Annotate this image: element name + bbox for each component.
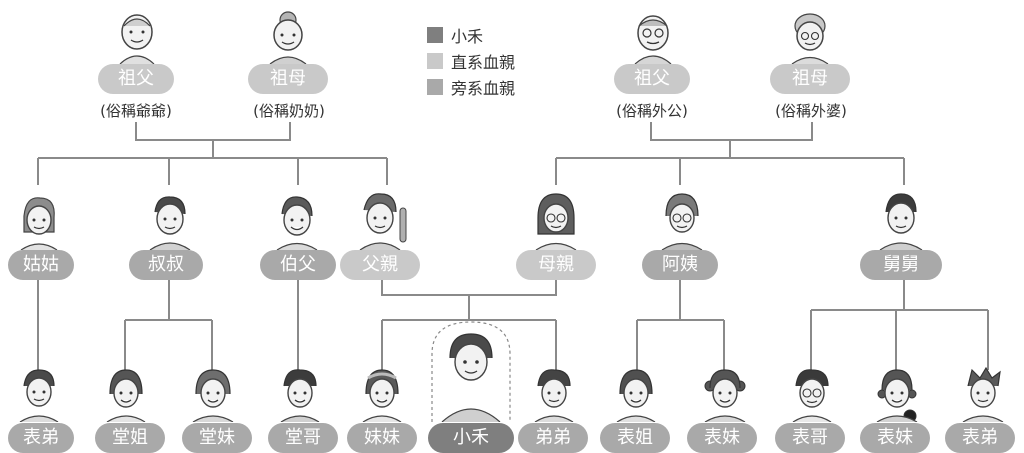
paternal-grandmother-nickname: (俗稱奶奶) [253, 102, 325, 120]
mother-avatar [535, 193, 577, 250]
self-label: 小禾 [428, 423, 514, 453]
father-avatar [359, 193, 407, 250]
elder-uncle-avatar [276, 196, 318, 250]
legend-swatch-collateral [427, 79, 443, 95]
cousin-avatar [792, 369, 832, 422]
maternal-grandfather-nickname: (俗稱外公) [616, 102, 688, 120]
shushu-label: 叔叔 [129, 250, 203, 280]
didi-label: 弟弟 [518, 423, 588, 453]
biaojie-label: 表姐 [600, 423, 670, 453]
sister-avatar [362, 369, 402, 422]
biaodi-label: 表弟 [945, 423, 1015, 453]
self-avatar [431, 321, 511, 422]
paternal-grandfather-nickname: (俗稱爺爺) [100, 102, 172, 120]
father-label: 父親 [340, 250, 420, 280]
legend-label: 直系血親 [451, 53, 516, 72]
legend-item-self: 小禾 [427, 22, 515, 48]
tangge-label: 堂哥 [268, 423, 338, 453]
legend-item-direct: 直系血親 [427, 48, 515, 74]
legend-item-collateral: 旁系血親 [427, 74, 515, 100]
grandfather-avatar [119, 14, 155, 64]
legend-swatch-self [427, 27, 443, 43]
jiujiu-label: 舅舅 [860, 250, 942, 280]
gugu-label: 姑姑 [8, 250, 74, 280]
paternal-grandmother-label: 祖母 [248, 64, 328, 94]
biaodi-label: 表弟 [8, 423, 74, 453]
biaoge-label: 表哥 [775, 423, 845, 453]
biaomei-label: 表妹 [687, 423, 757, 453]
maternal-grandfather-label: 祖父 [614, 64, 690, 94]
cousin-avatar [192, 369, 234, 422]
cousin-avatar [106, 369, 146, 422]
legend-label: 小禾 [451, 27, 484, 46]
legend: 小禾 直系血親 旁系血親 [427, 22, 515, 100]
cousin-avatar [962, 366, 1004, 422]
grandmother-avatar [791, 13, 829, 64]
cousin-avatar [876, 369, 918, 422]
brother-avatar [534, 369, 574, 422]
bofu-label: 伯父 [260, 250, 336, 280]
aunt-maternal-avatar [661, 193, 703, 250]
legend-swatch-direct [427, 53, 443, 69]
meimei-label: 妹妹 [347, 423, 417, 453]
paternal-grandfather-label: 祖父 [98, 64, 174, 94]
cousin-avatar [19, 369, 59, 422]
cousin-avatar [616, 369, 656, 422]
ayi-label: 阿姨 [642, 250, 718, 280]
grandfather-avatar [634, 15, 672, 64]
aunt-avatar [20, 197, 58, 250]
maternal-grandmother-nickname: (俗稱外婆) [775, 102, 847, 120]
cousin-avatar [704, 369, 746, 422]
maternal-uncle-avatar [879, 193, 923, 250]
mother-label: 母親 [516, 250, 596, 280]
tangmei-label: 堂妹 [182, 423, 252, 453]
grandmother-avatar [269, 11, 307, 64]
cousin-avatar [280, 369, 320, 422]
biaomei-label: 表妹 [860, 423, 930, 453]
uncle-avatar [149, 196, 191, 250]
legend-label: 旁系血親 [451, 79, 516, 98]
maternal-grandmother-label: 祖母 [770, 64, 850, 94]
tangjie-label: 堂姐 [95, 423, 165, 453]
